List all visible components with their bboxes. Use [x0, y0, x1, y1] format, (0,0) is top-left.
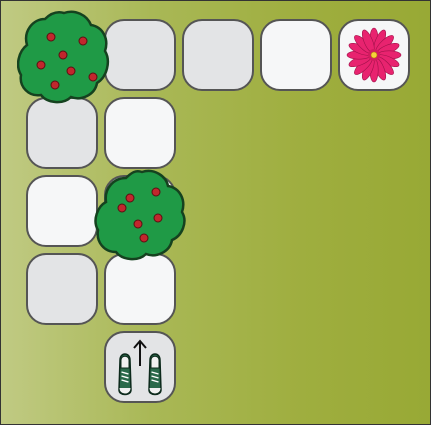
- tile-r2c0: [26, 175, 98, 247]
- sneakers-icon: [111, 338, 169, 398]
- tile-r1c0: [26, 97, 98, 169]
- flower-icon: [343, 24, 405, 86]
- apple-tree-icon: [94, 166, 188, 262]
- left-sneaker-icon: [119, 354, 131, 395]
- tile-r3c0: [26, 253, 98, 325]
- tile-r0c3: [260, 19, 332, 91]
- tile-r1c1: [104, 97, 176, 169]
- apple-tree-icon: [17, 7, 111, 105]
- tile-r0c2: [182, 19, 254, 91]
- tile-r3c1: [104, 253, 176, 325]
- up-arrow-icon: [134, 341, 146, 366]
- right-sneaker-icon: [149, 354, 161, 395]
- tile-r0c1: [104, 19, 176, 91]
